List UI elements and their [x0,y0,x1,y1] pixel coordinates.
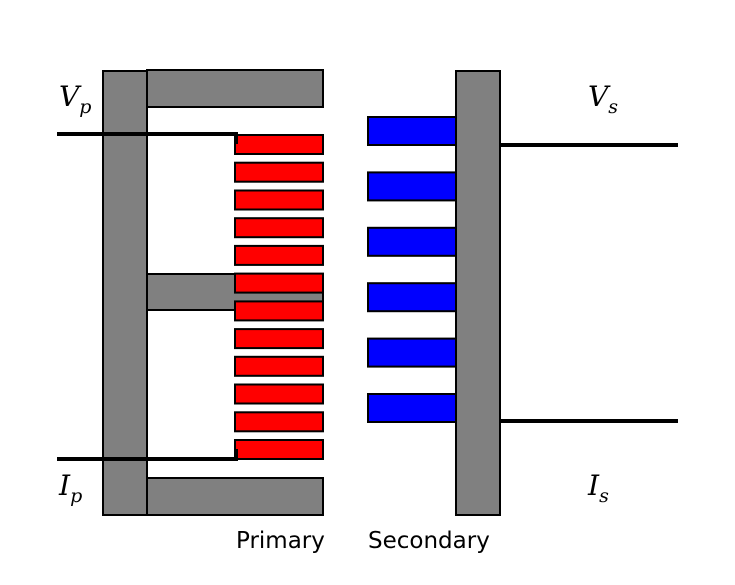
primary-coil-turn [234,244,324,266]
primary-coil-turn [234,355,324,377]
primary-coil-turn [234,300,324,322]
primary-bottom-lead [57,449,238,461]
primary-coil-turn [234,161,324,183]
primary-coil-turn [234,189,324,211]
primary-coil-turn [234,328,324,350]
primary-coil-turn [234,272,324,294]
secondary-caption: Secondary [368,528,490,554]
primary-current-label: Ip [59,469,83,507]
secondary-coil-turn [367,337,457,368]
primary-core-spine [102,70,148,516]
secondary-winding [367,116,457,423]
primary-winding [234,134,324,460]
secondary-current-label: Is [588,469,609,507]
primary-coil-turn [234,411,324,433]
secondary-coil-turn [367,393,457,423]
secondary-coil-turn [367,226,457,257]
primary-coil-turn [234,439,324,460]
primary-core-bottom-arm [146,477,324,516]
secondary-voltage-label: Vs [588,80,618,118]
primary-core-top-arm [146,69,324,108]
primary-top-lead [57,132,238,144]
primary-voltage-label: Vp [59,80,92,118]
secondary-core-bar [455,70,501,516]
lead-wires [57,132,678,461]
primary-coil-turn [234,217,324,239]
primary-coil-turn [234,383,324,405]
primary-caption: Primary [236,528,325,554]
secondary-coil-turn [367,171,457,202]
secondary-coil-turn [367,282,457,313]
secondary-coil-turn [367,116,457,146]
primary-coil-turn [234,134,324,155]
